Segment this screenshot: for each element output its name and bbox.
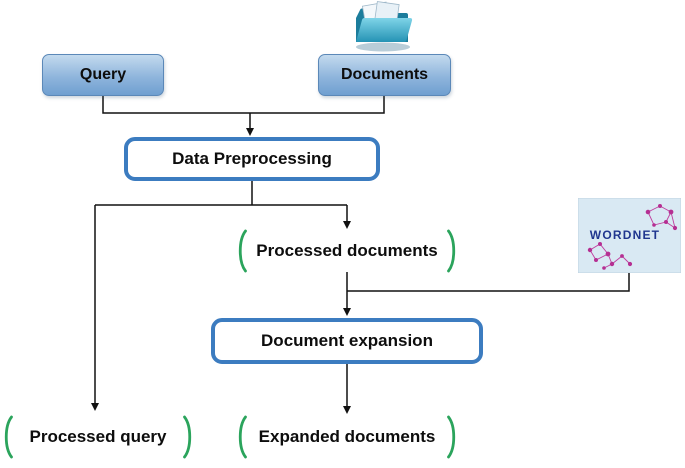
document-expansion-node: Document expansion — [211, 318, 483, 364]
expanded-documents-node: Expanded documents — [234, 415, 460, 459]
right-bracket-icon — [447, 229, 456, 273]
left-bracket-icon — [4, 415, 13, 459]
processed-query-node: Processed query — [0, 415, 196, 459]
left-bracket-icon — [238, 229, 247, 273]
data-preprocessing-node: Data Preprocessing — [124, 137, 380, 181]
right-bracket-icon — [447, 415, 456, 459]
expanded-documents-label: Expanded documents — [258, 427, 436, 446]
query-label: Query — [79, 66, 127, 83]
right-bracket-icon — [183, 415, 192, 459]
wordnet-logo: WORDNET — [577, 197, 682, 274]
data-preprocessing-label: Data Preprocessing — [172, 149, 332, 168]
query-node: Query — [42, 54, 164, 96]
documents-label: Documents — [340, 66, 429, 83]
left-bracket-icon — [238, 415, 247, 459]
documents-node: Documents — [318, 54, 451, 96]
document-expansion-label: Document expansion — [261, 331, 433, 350]
wordnet-label: WORDNET — [590, 228, 660, 242]
processed-query-label: Processed query — [29, 427, 167, 446]
processed-documents-label: Processed documents — [256, 241, 438, 260]
folder-documents-icon — [350, 0, 416, 52]
processed-documents-node: Processed documents — [234, 229, 460, 273]
